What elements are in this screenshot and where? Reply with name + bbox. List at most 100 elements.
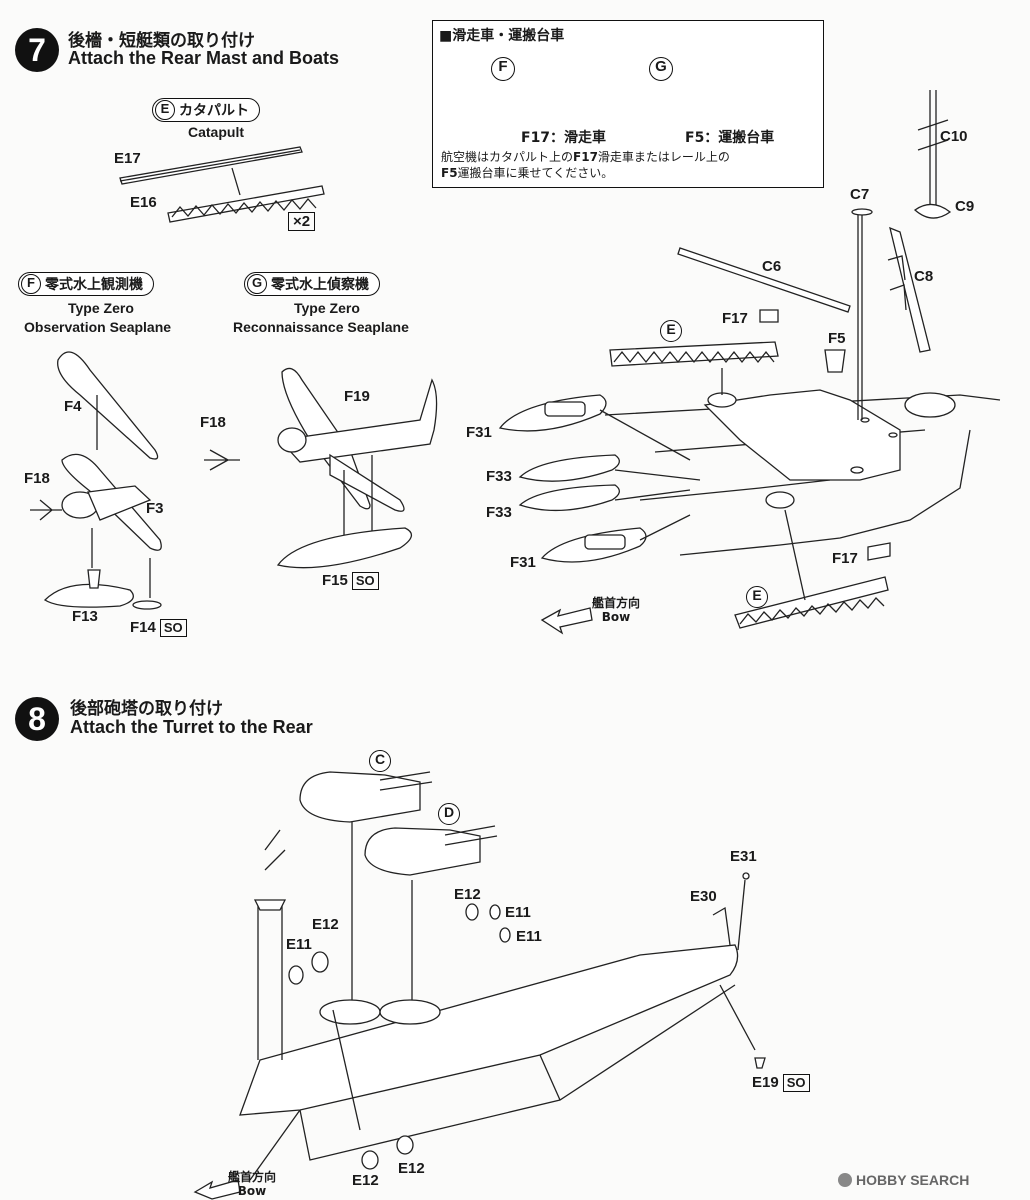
catapult-part-pill: E カタパルト [152, 98, 260, 122]
watermark: HOBBY SEARCH [838, 1172, 969, 1188]
so-tag-f14: SO [159, 619, 187, 637]
info-caption-f17: F17：滑走車 [521, 130, 607, 146]
step7-boats-drawing [498, 394, 701, 563]
seaplane-g-name-jp: 零式水上偵察機 [271, 277, 369, 293]
info-letter-g: G [649, 57, 673, 81]
catapult-e16-drawing [167, 167, 325, 223]
seaplane-f-name-en-2: Observation Seaplane [24, 319, 172, 335]
part-e-letter-lower: E [746, 586, 768, 608]
seaplane-f-name-jp: 零式水上観測機 [45, 277, 143, 293]
turret-c-letter: C [369, 750, 391, 772]
label-f13: F13 [72, 608, 98, 625]
label-e31: E31 [730, 848, 757, 865]
step8-hull-drawing [239, 820, 739, 1181]
info-note-line2: F5運搬台車に乗せてください。 [441, 165, 613, 181]
info-box-title: ■滑走車・運搬台車 [439, 28, 565, 44]
info-note-line1: 航空機はカタパルト上のF17滑走車またはレール上の [441, 149, 730, 165]
catapult-qty: ×2 [288, 212, 316, 231]
label-e11-b: E11 [505, 904, 531, 921]
step-7-number: 7 [15, 28, 59, 72]
step7-catapult-upper [609, 341, 779, 395]
label-f18-a: F18 [24, 470, 50, 487]
label-f17-top: F17 [722, 310, 748, 327]
label-e12-a: E12 [312, 916, 339, 933]
watermark-text: HOBBY SEARCH [856, 1172, 970, 1188]
step8-turrets-drawing [299, 771, 498, 876]
step-8-number: 8 [15, 697, 59, 741]
note-l2-b: 運搬台車に乗せてください。 [457, 166, 614, 180]
so-tag-f15: SO [351, 572, 379, 590]
label-f19: F19 [344, 388, 370, 405]
seaplane-g-name-en-2: Reconnaissance Seaplane [233, 319, 409, 335]
bow-direction-1: 艦首方向 Bow [592, 596, 640, 624]
seaplane-f-pill: F 零式水上観測機 [18, 272, 154, 296]
seaplane-g-name-en-1: Type Zero [294, 300, 360, 316]
step7-mast-drawing [677, 90, 952, 561]
note-l1-c: 滑走車またはレール上の [597, 150, 730, 164]
bow-2-en: Bow [237, 1184, 267, 1198]
label-e11-c: E11 [516, 928, 542, 945]
catapult-name-jp: カタパルト [179, 103, 249, 119]
seaplane-f-name-en-1: Type Zero [68, 300, 134, 316]
step-7-title-en: Attach the Rear Mast and Boats [68, 48, 340, 68]
step8-small-parts [288, 872, 766, 1170]
label-f33-b: F33 [486, 504, 512, 521]
watermark-logo-icon [838, 1173, 852, 1187]
step-7-title-jp: 後檣・短艇類の取り付け [68, 31, 255, 51]
note-l2-a: F5 [441, 166, 458, 180]
so-tag-e19: SO [782, 1074, 810, 1092]
seaplane-g-pill: G 零式水上偵察機 [244, 272, 380, 296]
label-f31-b: F31 [510, 554, 536, 571]
catapult-letter: E [155, 100, 175, 120]
turret-d-letter: D [438, 803, 460, 825]
seaplane-f-drawing [30, 351, 162, 610]
label-e17: E17 [114, 150, 141, 167]
label-c6: C6 [762, 258, 782, 275]
label-e30: E30 [690, 888, 717, 905]
label-e11-a: E11 [286, 936, 312, 953]
label-f15-text: F15 [322, 572, 348, 589]
seaplane-g-drawing [204, 367, 438, 569]
label-e16: E16 [130, 194, 157, 211]
bow-arrows [193, 607, 593, 1200]
label-e12-b: E12 [454, 886, 481, 903]
step-8-title-en: Attach the Turret to the Rear [70, 717, 313, 737]
label-f4: F4 [64, 398, 82, 415]
label-c10: C10 [940, 128, 968, 145]
label-f3: F3 [146, 500, 164, 517]
label-f17-bottom: F17 [832, 550, 858, 567]
step7-catapult-lower [734, 509, 889, 629]
bow-1-jp: 艦首方向 [592, 596, 641, 610]
label-e19-text: E19 [752, 1074, 779, 1091]
bow-2-jp: 艦首方向 [228, 1170, 277, 1184]
label-c7: C7 [850, 186, 870, 203]
bow-1-en: Bow [601, 610, 631, 624]
label-f18-b: F18 [200, 414, 226, 431]
label-e12-d: E12 [352, 1172, 379, 1189]
label-c8: C8 [914, 268, 934, 285]
label-f5: F5 [828, 330, 846, 347]
note-l1-b: F17 [573, 150, 598, 164]
info-box: ■滑走車・運搬台車 F G F17：滑走車 F5：運搬台車 航空機はカタパルト上… [432, 20, 824, 188]
step-8-title-jp: 後部砲塔の取り付け [70, 699, 223, 719]
seaplane-f-letter: F [21, 274, 41, 294]
label-f31-a: F31 [466, 424, 492, 441]
bow-direction-2: 艦首方向 Bow [228, 1170, 276, 1198]
label-f33-a: F33 [486, 468, 512, 485]
seaplane-g-letter: G [247, 274, 267, 294]
note-l1-a: 航空機はカタパルト上の [441, 150, 574, 164]
label-e12-c: E12 [398, 1160, 425, 1177]
part-e-letter-upper: E [660, 320, 682, 342]
label-c9: C9 [955, 198, 975, 215]
catapult-name-en: Catapult [188, 124, 244, 140]
step7-hull-drawing [604, 389, 1001, 556]
label-f14-text: F14 [130, 619, 156, 636]
info-letter-f: F [491, 57, 515, 81]
info-caption-f5: F5：運搬台車 [685, 130, 775, 146]
catapult-e17-drawing [119, 146, 303, 185]
